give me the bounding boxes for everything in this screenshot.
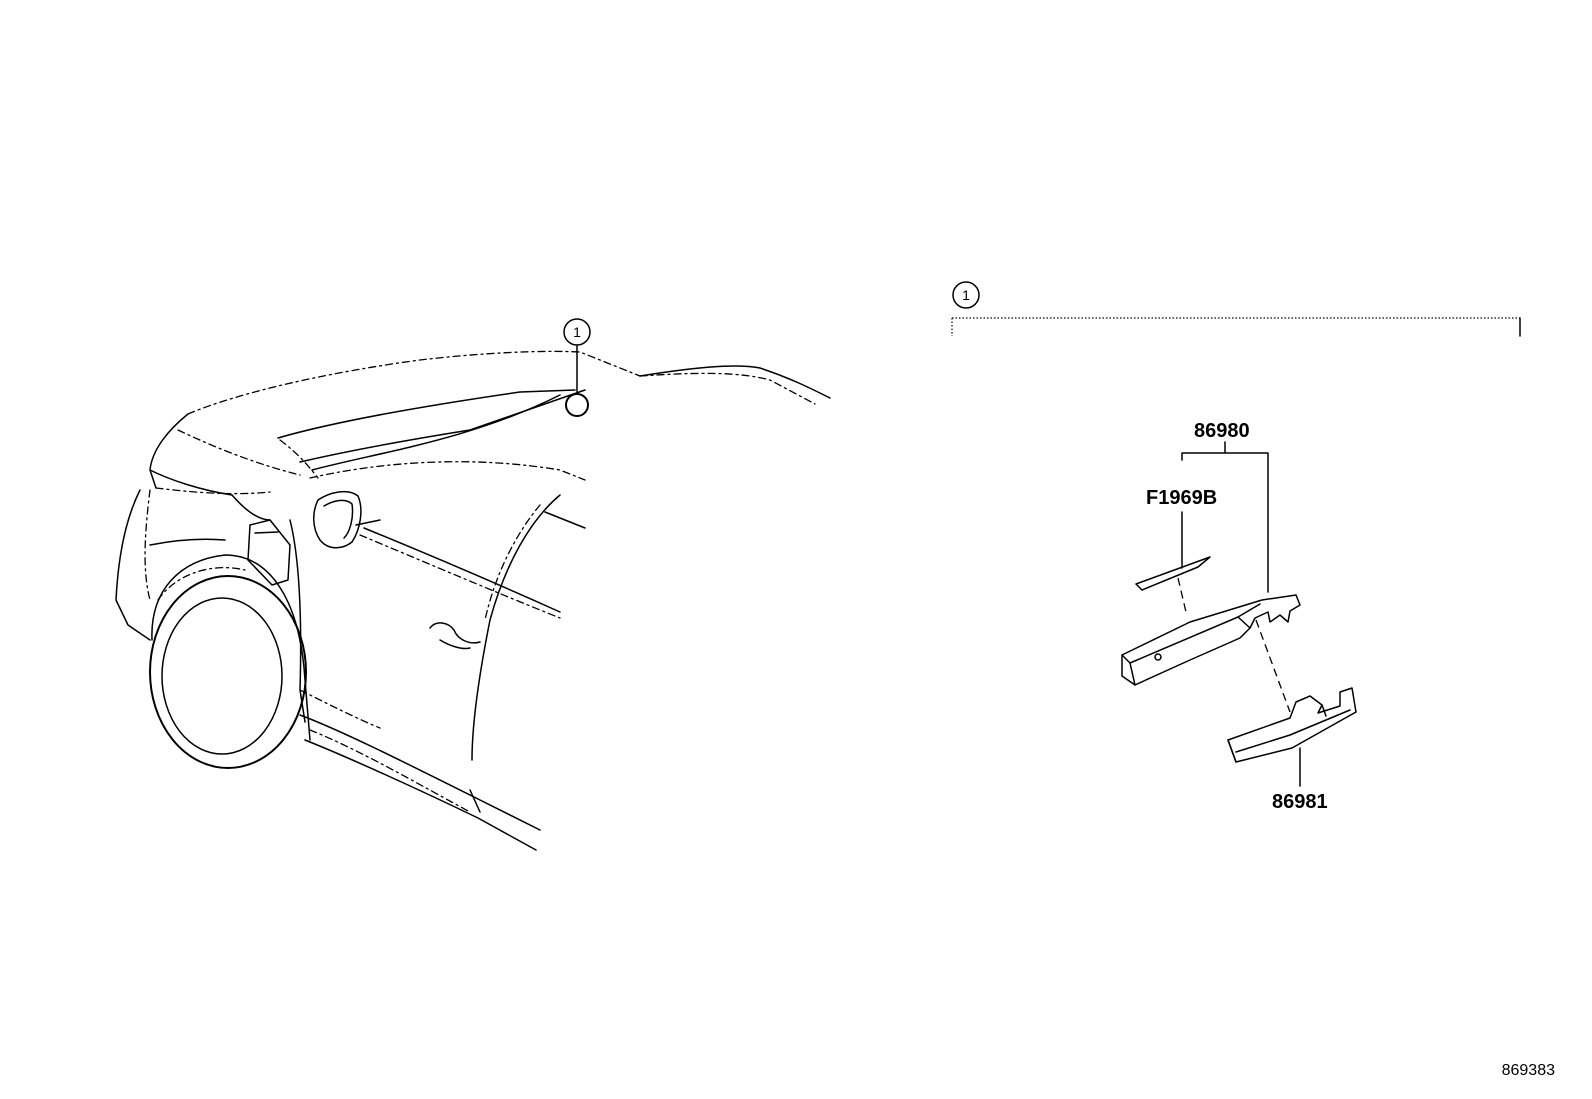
vehicle-outline	[115, 345, 831, 851]
car-callout: 1	[563, 318, 591, 346]
location-marker	[565, 393, 589, 417]
part-86981-shape	[1227, 687, 1357, 763]
group-bracket	[951, 317, 1521, 337]
part-F1969B-shape	[1135, 556, 1211, 591]
car-callout-number: 1	[573, 324, 581, 340]
part-label-F1969B: F1969B	[1146, 487, 1217, 509]
part-label-86981: 86981	[1272, 791, 1328, 813]
group-callout: 1	[952, 281, 980, 309]
diagram-id: 869383	[1502, 1062, 1555, 1079]
group-callout-number: 1	[962, 287, 970, 303]
part-label-86980: 86980	[1194, 420, 1250, 442]
part-86980-shape	[1121, 594, 1301, 686]
